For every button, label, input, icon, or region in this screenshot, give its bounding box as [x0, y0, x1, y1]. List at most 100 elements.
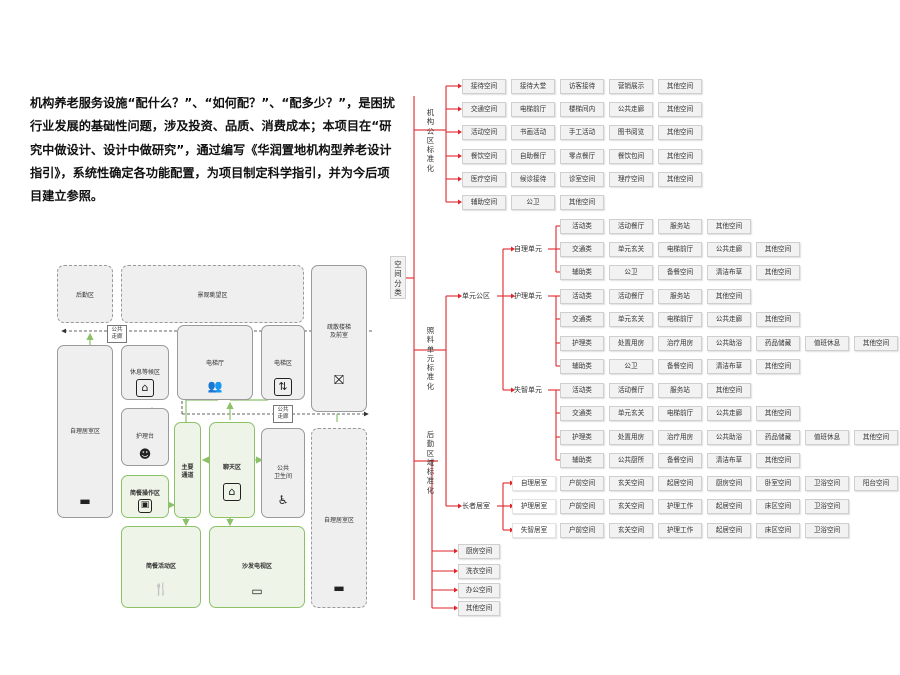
- care_rows-node-3-0: 辅助类: [560, 359, 604, 374]
- unit-public-label: 单元公区: [462, 292, 490, 300]
- elder-room-label: 长者居室: [462, 502, 490, 510]
- dementia_rows-node-2-4: 药品储藏: [756, 430, 800, 445]
- care_rows-node-2-6: 其他空间: [854, 336, 898, 351]
- institution-node-2-1: 书画活动: [511, 125, 555, 140]
- care_rows-node-2-1: 处置用房: [609, 336, 653, 351]
- back-area: 后勤区: [57, 265, 113, 323]
- dementia_rows-node-0-0: 活动类: [560, 383, 604, 398]
- logistics-node-0: 厨房空间: [458, 544, 500, 559]
- care_rows-node-0-0: 活动类: [560, 289, 604, 304]
- elder-node-0-7: 阳台空间: [854, 476, 898, 491]
- dementia_rows-node-0-1: 活动餐厅: [609, 383, 653, 398]
- institution-row-0-arrow: [458, 83, 462, 89]
- tree-root: 空间分类: [390, 256, 406, 299]
- elder-room-branch-arrow: [458, 503, 462, 509]
- elevator-icon: ⇅: [274, 378, 292, 396]
- institution-node-5-2: 其他空间: [560, 195, 604, 210]
- care_rows-node-0-1: 活动餐厅: [609, 289, 653, 304]
- elder-node-1-3: 护理工作: [658, 499, 702, 514]
- logistics-node-2: 办公空间: [458, 583, 500, 598]
- care-unit-branch-arrow: [511, 293, 515, 299]
- self_rows-node-2-2: 备餐空间: [658, 265, 702, 280]
- care_rows-node-3-1: 公卫: [609, 359, 653, 374]
- institution-node-5-1: 公卫: [511, 195, 555, 210]
- intro-paragraph: 机构养老服务设施“配什么？”、“如何配？”、“配多少？”，是困扰行业发展的基础性…: [30, 96, 395, 204]
- dementia_rows-node-1-1: 单元玄关: [609, 406, 653, 421]
- elder-node-0-4: 厨房空间: [707, 476, 751, 491]
- elder-node-0-1: 户前空间: [560, 476, 604, 491]
- dementia_rows-node-2-5: 值班休息: [805, 430, 849, 445]
- institution-row-3-arrow: [458, 153, 462, 159]
- public-corridor-tag-top: 公共 走廊: [107, 325, 127, 343]
- institution-node-2-0: 活动空间: [462, 125, 506, 140]
- elder-node-2-2: 玄关空间: [609, 523, 653, 538]
- elder-node-0-0: 自理居室: [512, 476, 556, 491]
- logistics-row-2-arrow: [454, 587, 458, 593]
- lounge-waiting-area: 休息等候区 ⌂: [121, 345, 169, 400]
- institution-node-0-3: 营销展示: [609, 79, 653, 94]
- sofa-tv-area: 沙发电视区 ▭: [209, 526, 305, 608]
- institution-node-0-4: 其他空间: [658, 79, 702, 94]
- counter-icon: ▣: [138, 499, 152, 513]
- institution-node-3-4: 其他空间: [658, 149, 702, 164]
- institution-node-1-0: 交通空间: [462, 102, 506, 117]
- institution-node-3-3: 餐饮包间: [609, 149, 653, 164]
- self_rows-node-1-2: 电梯前厅: [658, 242, 702, 257]
- dining-icon: 🍴: [153, 582, 169, 596]
- institution-node-0-0: 接待空间: [462, 79, 506, 94]
- care_rows-node-3-3: 清洁布草: [707, 359, 751, 374]
- self-unit-branch-arrow: [511, 246, 515, 252]
- unit-public-branch-arrow: [458, 293, 462, 299]
- self_rows-node-0-1: 活动餐厅: [609, 219, 653, 234]
- toilet-icon: ♿: [277, 493, 289, 507]
- institution-node-4-2: 诊室空间: [560, 172, 604, 187]
- self-unit-label: 自理单元: [514, 245, 542, 253]
- dementia_rows-node-0-2: 服务站: [658, 383, 702, 398]
- self-care-room-right: 自理居室区 ▬: [311, 428, 367, 608]
- care_rows-node-1-3: 公共走廊: [707, 312, 751, 327]
- nurse-icon: ☻: [138, 447, 152, 461]
- care_rows-node-1-4: 其他空间: [756, 312, 800, 327]
- dementia_rows-node-2-6: 其他空间: [854, 430, 898, 445]
- care_rows-node-1-0: 交通类: [560, 312, 604, 327]
- landscape-view-area: 景观眺望区: [121, 265, 304, 323]
- institution-node-3-1: 自助餐厅: [511, 149, 555, 164]
- self_rows-node-0-3: 其他空间: [707, 219, 751, 234]
- institution-public-label: 机构公区标准化: [426, 108, 435, 173]
- institution-node-0-1: 接待大堂: [511, 79, 555, 94]
- care_rows-node-0-3: 其他空间: [707, 289, 751, 304]
- dementia-unit-label: 失智单元: [514, 386, 542, 394]
- elder-node-2-1: 户前空间: [560, 523, 604, 538]
- elder-node-1-1: 户前空间: [560, 499, 604, 514]
- dementia_rows-node-3-4: 其他空间: [756, 453, 800, 468]
- bed-icon: ▬: [79, 494, 91, 508]
- elder-node-1-4: 起居空间: [707, 499, 751, 514]
- dementia_rows-node-3-0: 辅助类: [560, 453, 604, 468]
- care_rows-node-1-2: 电梯前厅: [658, 312, 702, 327]
- public-corridor-tag-mid: 公共 走廊: [273, 405, 293, 423]
- elder-node-2-5: 床区空间: [756, 523, 800, 538]
- self_rows-node-1-0: 交通类: [560, 242, 604, 257]
- elder-node-1-0: 护理居室: [512, 499, 556, 514]
- care_rows-node-2-3: 公共助浴: [707, 336, 751, 351]
- dementia_rows-node-3-1: 公共厨所: [609, 453, 653, 468]
- logistics-row-0-arrow: [454, 548, 458, 554]
- care_rows-node-2-4: 药品储藏: [756, 336, 800, 351]
- armchair-icon: ⌂: [136, 379, 154, 397]
- escape-stair-area: 疏散楼梯 及前室 ⛝: [311, 265, 367, 412]
- institution-node-4-0: 医疗空间: [462, 172, 506, 187]
- self_rows-node-0-2: 服务站: [658, 219, 702, 234]
- elevator-hall: 电梯厅 👥: [177, 325, 253, 400]
- elder-node-1-5: 床区空间: [756, 499, 800, 514]
- institution-node-0-2: 访客接待: [560, 79, 604, 94]
- public-toilet: 公共 卫生间 ♿: [261, 428, 305, 518]
- people-icon: 👥: [207, 379, 223, 393]
- dementia_rows-node-3-3: 清洁布草: [707, 453, 751, 468]
- elder-node-1-2: 玄关空间: [609, 499, 653, 514]
- institution-node-1-4: 其他空间: [658, 102, 702, 117]
- institution-node-1-1: 电梯前厅: [511, 102, 555, 117]
- care-unit-sub-label: 护理单元: [514, 292, 542, 300]
- elder-node-2-0: 失智居室: [512, 523, 556, 538]
- elder-node-2-4: 起居空间: [707, 523, 751, 538]
